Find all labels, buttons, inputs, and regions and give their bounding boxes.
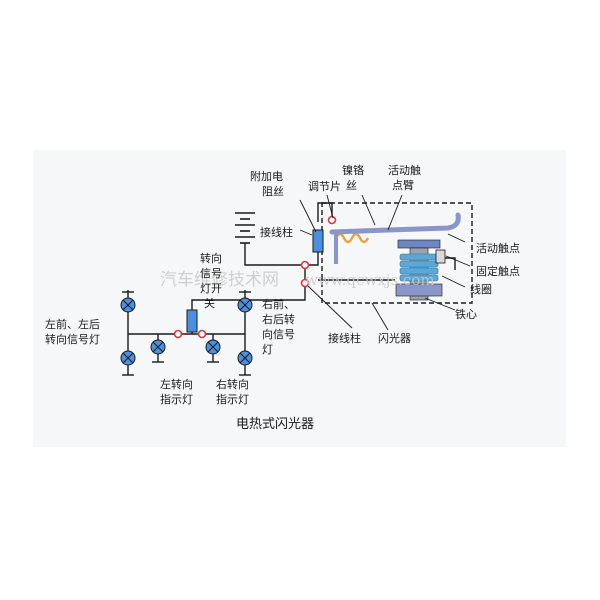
label-terminal-post-top: 接线柱: [260, 225, 293, 239]
label-turn-switch-3: 灯开: [200, 282, 222, 295]
right-front-lamp-icon: [237, 297, 253, 313]
nichrome-wire-spring: [334, 232, 370, 244]
diagram-background: [33, 150, 566, 447]
turn-signal-switch: [186, 309, 198, 333]
label-left-lamps-1: 左前、左后: [45, 317, 100, 331]
junction-switch-right: [197, 329, 207, 339]
label-nichrome-wire-2: 丝: [346, 179, 357, 192]
label-right-indicator-1: 右转向: [216, 377, 249, 391]
label-moving-contact: 活动触点: [476, 241, 520, 255]
label-right-lamps-1: 右前、: [262, 297, 295, 311]
label-right-indicator-2: 指示灯: [216, 392, 249, 406]
label-coil: 线圈: [470, 282, 492, 296]
label-left-indicator-1: 左转向: [160, 377, 193, 391]
label-nichrome-wire-1: 镍铬: [342, 163, 364, 177]
label-moving-contact-arm-1: 活动触: [388, 163, 421, 177]
junction-switch-left: [173, 329, 183, 339]
junction-lower-terminal: [300, 278, 310, 288]
fixed-contact: [435, 249, 446, 264]
label-fixed-contact: 固定触点: [476, 264, 520, 278]
leader-lines: [299, 194, 471, 331]
label-adjusting-piece: 调节片: [308, 180, 341, 193]
label-turn-switch-4: 关: [204, 296, 215, 310]
watermark-url: www.qcwxjs.com: [305, 271, 435, 289]
lamps: [120, 297, 253, 366]
battery-icon: [235, 212, 255, 244]
diagram-caption: 电热式闪光器: [236, 417, 314, 432]
armature-plate: [397, 239, 441, 249]
label-right-lamps-2: 右后转: [262, 312, 295, 326]
label-iron-core: 铁心: [455, 308, 477, 321]
label-additional-resistor-2: 阻丝: [262, 185, 284, 198]
right-rear-lamp-icon: [237, 350, 253, 366]
label-terminal-post-bottom: 接线柱: [328, 331, 361, 345]
label-right-lamps-4: 灯: [262, 343, 273, 356]
junction-battery: [300, 260, 310, 270]
label-turn-switch-1: 转向: [200, 251, 222, 265]
left-front-lamp-icon: [120, 297, 136, 313]
label-left-lamps-2: 转向信号灯: [45, 332, 100, 346]
left-indicator-lamp-icon: [150, 339, 166, 355]
label-right-lamps-3: 向信号: [262, 327, 295, 341]
junctions: [173, 215, 337, 339]
electromagnet: [395, 239, 443, 301]
coil-windings: [399, 253, 439, 282]
watermark-cn: 汽车维修技术网: [160, 270, 279, 290]
core-base: [395, 283, 443, 297]
label-turn-switch-2: 信号: [200, 267, 222, 280]
label-flasher: 闪光器: [378, 331, 411, 345]
label-left-indicator-2: 指示灯: [160, 392, 193, 406]
moving-contact-arm: [329, 212, 461, 235]
label-additional-resistor-1: 附加电: [250, 169, 283, 183]
right-indicator-lamp-icon: [205, 339, 221, 355]
flasher-housing: [321, 202, 473, 304]
label-moving-contact-arm-2: 点臂: [392, 179, 414, 192]
battery-wire: [244, 243, 305, 266]
left-rear-lamp-icon: [120, 350, 136, 366]
junction-top-terminal: [327, 215, 337, 225]
additional-resistor: [312, 229, 324, 253]
